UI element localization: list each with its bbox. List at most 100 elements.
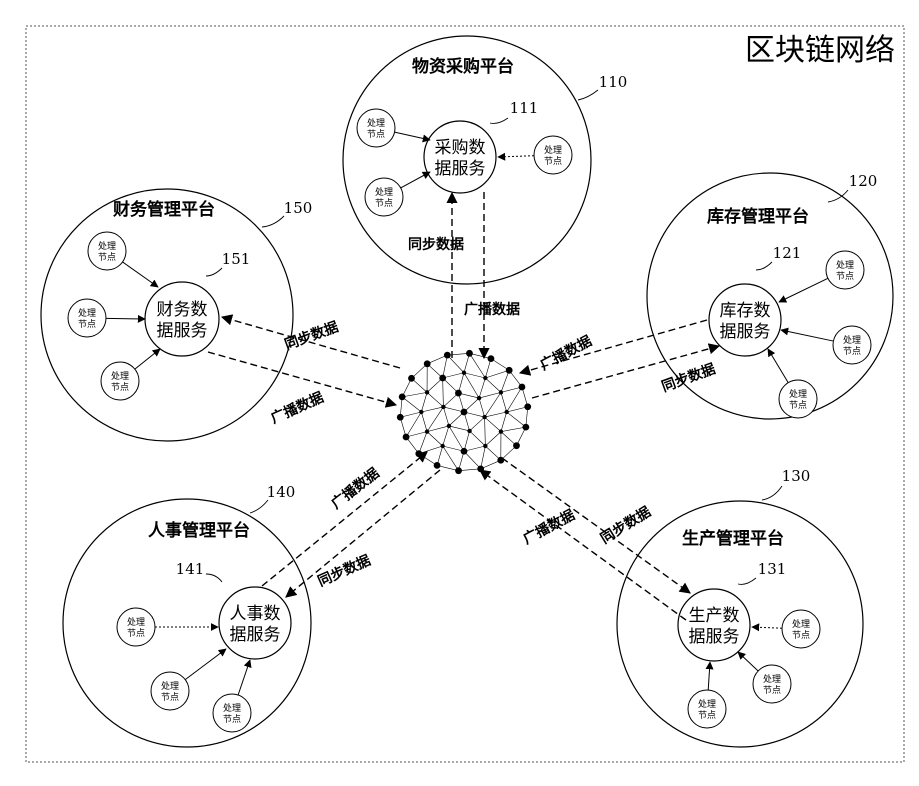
mesh-edge xyxy=(479,378,485,398)
node-to-service-arrow xyxy=(395,132,430,140)
mesh-node xyxy=(524,403,531,410)
mesh-edge xyxy=(443,446,459,471)
mesh-node xyxy=(477,465,484,472)
processing-node-label: 处理节点 xyxy=(375,186,393,209)
mesh-node xyxy=(483,376,487,380)
production-sync-arrow xyxy=(502,458,690,593)
mesh-node xyxy=(513,442,520,449)
node-to-service-arrow xyxy=(708,662,710,690)
mesh-edge xyxy=(406,412,421,437)
production-broadcast-label: 广播数据 xyxy=(520,506,577,547)
production-sync-label: 同步数据 xyxy=(597,503,653,547)
purchase-platform-title: 物资采购平台 xyxy=(412,56,514,77)
production-platform-title: 生产管理平台 xyxy=(682,528,784,549)
node-to-service-arrow xyxy=(738,652,758,671)
mesh-edge xyxy=(421,392,427,412)
mesh-node xyxy=(408,375,415,382)
mesh-edge xyxy=(481,446,486,469)
finance-broadcast-label: 广播数据 xyxy=(268,389,326,427)
inventory-service-ref: 121 xyxy=(773,244,802,262)
processing-node-label: 处理节点 xyxy=(78,307,96,330)
mesh-node xyxy=(466,350,473,357)
purchase-platform-ref: 110 xyxy=(599,73,628,91)
inventory-broadcast-label: 广播数据 xyxy=(537,332,594,373)
mesh-node xyxy=(497,457,504,464)
mesh-edge xyxy=(507,412,526,427)
hr-service-ref: 141 xyxy=(176,560,205,578)
mesh-edge xyxy=(419,432,427,454)
mesh-edge xyxy=(507,387,522,412)
processing-node-label: 处理节点 xyxy=(127,616,145,639)
mesh-node xyxy=(504,410,508,414)
finance-service-ref: 151 xyxy=(222,250,251,268)
node-to-service-arrow xyxy=(768,349,788,383)
mesh-edge xyxy=(443,355,448,378)
mesh-edge xyxy=(421,412,427,432)
mesh-edge xyxy=(443,426,449,446)
mesh-node xyxy=(506,367,513,374)
mesh-node xyxy=(399,393,406,400)
finance-platform-ref: 150 xyxy=(284,199,313,217)
mesh-node xyxy=(424,360,431,367)
purchase-service-label: 采购数据服务 xyxy=(435,138,486,179)
mesh-node xyxy=(455,467,462,474)
mesh-edge xyxy=(402,392,427,396)
mesh-node xyxy=(488,355,495,362)
processing-node-label: 处理节点 xyxy=(698,698,716,721)
processing-node-label: 处理节点 xyxy=(763,673,781,696)
mesh-edge xyxy=(402,397,421,412)
mesh-node xyxy=(467,429,471,433)
mesh-edge xyxy=(485,412,507,417)
mesh-edge xyxy=(464,373,479,398)
mesh-edge xyxy=(501,392,507,412)
mesh-edge xyxy=(427,392,443,407)
hr-sync-label: 同步数据 xyxy=(315,552,373,590)
processing-node-label: 处理节点 xyxy=(544,144,562,167)
node-to-service-arrow xyxy=(781,330,833,341)
mesh-node xyxy=(483,444,487,448)
mesh-node xyxy=(439,375,446,382)
processing-node-label: 处理节点 xyxy=(98,240,116,263)
mesh-node xyxy=(434,462,441,469)
mesh-node xyxy=(477,396,481,400)
mesh-edge xyxy=(443,378,444,407)
mesh-edge xyxy=(449,426,464,451)
processing-node-label: 处理节点 xyxy=(843,334,861,357)
processing-node-label: 处理节点 xyxy=(223,702,241,725)
processing-node-label: 处理节点 xyxy=(161,680,179,703)
production-service-label: 生产数据服务 xyxy=(689,606,740,647)
node-to-service-arrow xyxy=(498,156,534,157)
processing-node-label: 处理节点 xyxy=(836,259,854,282)
mesh-edge xyxy=(419,446,443,454)
production-service-ref: 131 xyxy=(758,560,787,578)
inventory-platform-title: 库存管理平台 xyxy=(707,206,809,227)
mesh-node xyxy=(522,424,529,431)
mesh-node xyxy=(462,371,466,375)
hr-platform-ref: 140 xyxy=(267,483,296,501)
inventory-service-label: 库存数据服务 xyxy=(720,301,771,342)
mesh-edge xyxy=(470,431,486,446)
node-to-service-arrow xyxy=(401,172,430,188)
mesh-edge xyxy=(470,417,485,431)
mesh-edge xyxy=(485,417,501,432)
purchase-service-ref: 111 xyxy=(510,99,539,117)
production-broadcast-arrow xyxy=(480,470,686,620)
mesh-edge xyxy=(421,407,443,412)
finance-platform-title: 财务管理平台 xyxy=(112,199,215,220)
mesh-node xyxy=(455,390,462,397)
mesh-edge xyxy=(449,426,470,431)
mesh-node xyxy=(415,450,422,457)
mesh-edge xyxy=(485,370,509,378)
mesh-node xyxy=(461,409,468,416)
purchase-broadcast-label: 广播数据 xyxy=(464,301,520,318)
mesh-edge xyxy=(427,432,443,446)
mesh-node xyxy=(403,434,410,441)
mesh-edge xyxy=(485,432,501,446)
inventory-platform-ref: 120 xyxy=(849,172,878,190)
hr-broadcast-label: 广播数据 xyxy=(328,465,383,513)
mesh-edge xyxy=(443,407,449,426)
processing-node-label: 处理节点 xyxy=(111,370,129,393)
hr-platform-title: 人事管理平台 xyxy=(148,520,250,541)
mesh-edge xyxy=(485,378,501,392)
